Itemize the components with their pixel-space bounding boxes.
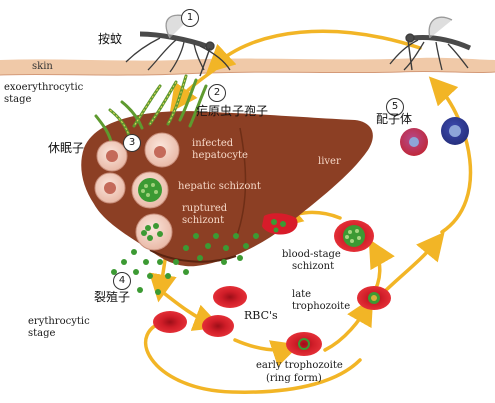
label-skin: skin bbox=[32, 61, 53, 72]
label-sporozoite: 疟原虫子孢子 bbox=[196, 104, 269, 118]
label-erythro-2: stage bbox=[28, 328, 56, 339]
label-liver: liver bbox=[318, 156, 341, 167]
label-exo-stage-2: stage bbox=[4, 94, 32, 105]
label-infected-1: infected bbox=[192, 138, 234, 149]
step-number-3: 3 bbox=[123, 134, 141, 152]
label-blood-schizont-1: blood-stage bbox=[282, 249, 341, 260]
gametocytes bbox=[400, 117, 469, 156]
label-erythro-1: erythrocytic bbox=[28, 316, 90, 327]
red-blood-cells bbox=[153, 286, 247, 337]
label-late-troph-2: trophozoite bbox=[292, 301, 351, 312]
label-hepatic-schizont: hepatic schizont bbox=[178, 181, 261, 192]
ring-form-rbc bbox=[286, 332, 322, 356]
step-number-4: 4 bbox=[113, 272, 131, 290]
label-ruptured-1: ruptured bbox=[182, 203, 228, 214]
skin-layer bbox=[0, 57, 495, 76]
merozoites bbox=[111, 233, 259, 295]
label-ruptured-2: schizont bbox=[182, 215, 225, 226]
late-trophozoite-rbc bbox=[357, 286, 391, 310]
label-exo-stage-1: exoerythrocytic bbox=[4, 82, 84, 93]
blood-schizont-rbc bbox=[334, 220, 374, 252]
mosquito-right bbox=[389, 16, 472, 71]
label-gametocyte: 配子体 bbox=[376, 112, 413, 126]
step-number-1: 1 bbox=[181, 9, 199, 27]
label-late-troph-1: late bbox=[292, 289, 312, 300]
ruptured-schizont bbox=[135, 213, 173, 251]
label-infected-2: hepatocyte bbox=[192, 150, 248, 161]
label-blood-schizont-2: schizont bbox=[292, 261, 335, 272]
label-hypnozoite: 休眠子 bbox=[48, 141, 85, 155]
label-merozoite: 裂殖子 bbox=[94, 290, 131, 304]
hepatic-schizont bbox=[131, 171, 169, 209]
infected-hepatocyte bbox=[144, 132, 180, 168]
label-early-troph-2: (ring form) bbox=[266, 373, 322, 384]
hypnozoite-cells bbox=[94, 140, 128, 204]
label-rbcs: RBC's bbox=[244, 309, 278, 322]
bursting-rbc bbox=[262, 213, 298, 235]
label-mosquito: 按蚊 bbox=[98, 32, 123, 46]
step-number-2: 2 bbox=[208, 84, 226, 102]
step-number-5: 5 bbox=[386, 98, 404, 116]
label-early-troph-1: early trophozoite bbox=[256, 360, 343, 371]
